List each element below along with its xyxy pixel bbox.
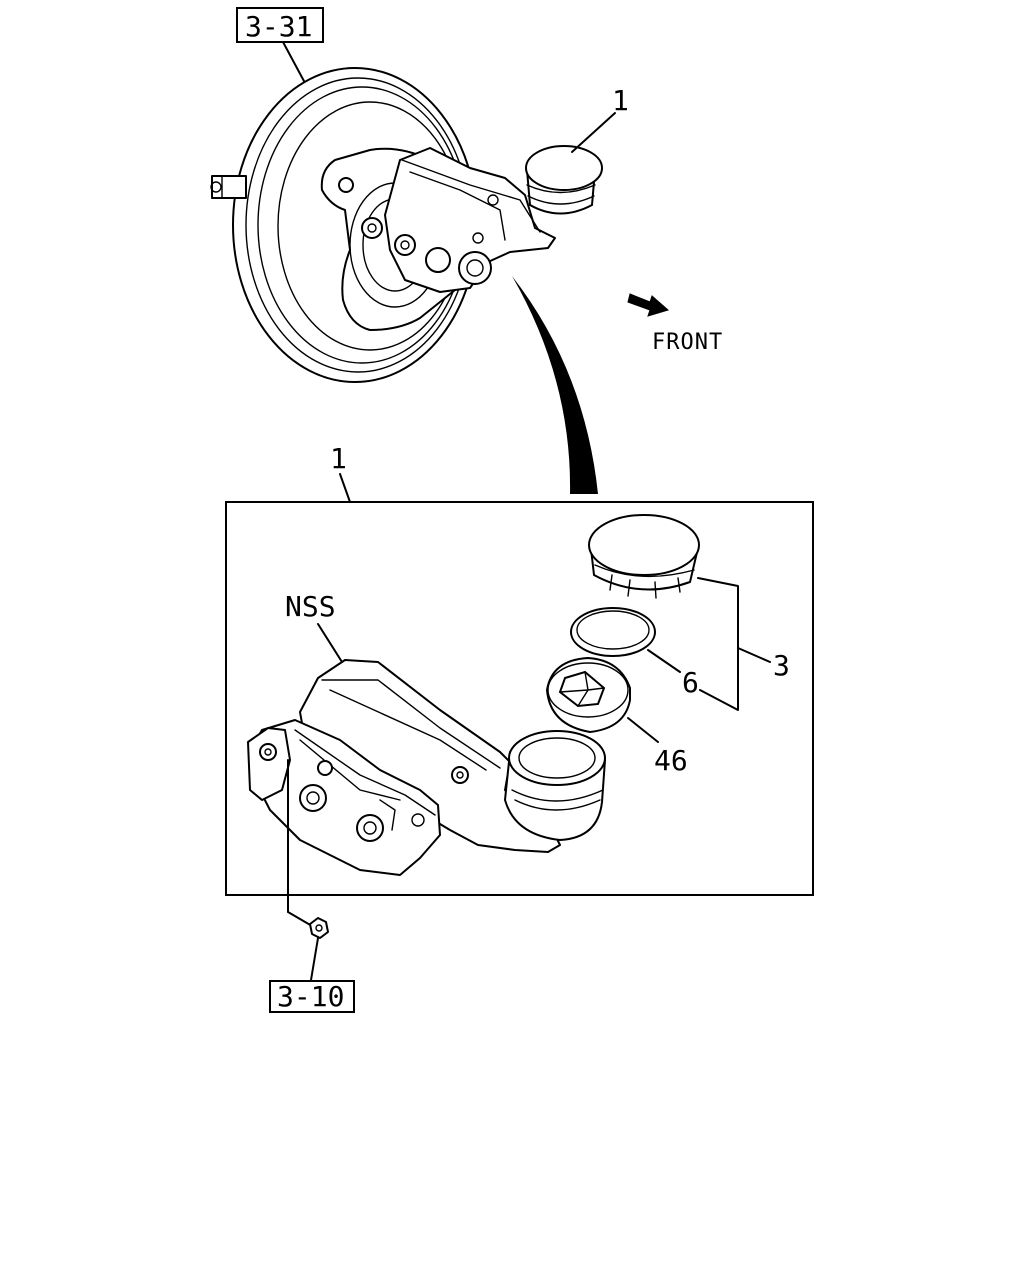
ref-label-nut: 3-10 bbox=[277, 980, 344, 1013]
leader-nss bbox=[317, 623, 343, 663]
bracket-item-3 bbox=[697, 577, 739, 711]
reservoir-strainer bbox=[546, 657, 631, 733]
master-cylinder-detail: 1 3 bbox=[225, 442, 814, 927]
leader-item-1-top bbox=[571, 112, 616, 153]
callout-item-1-top: 1 bbox=[612, 84, 629, 117]
leader-item-46 bbox=[627, 717, 659, 743]
mounting-nut bbox=[309, 917, 329, 981]
callout-nss: NSS bbox=[285, 590, 336, 623]
leader-item-6 bbox=[647, 649, 681, 673]
brake-booster-assembly: 3-31 bbox=[210, 7, 629, 383]
front-label: FRONT bbox=[652, 330, 723, 355]
ref-label-booster: 3-31 bbox=[245, 10, 312, 43]
detail-frame bbox=[225, 501, 814, 896]
leader-item-1-detail bbox=[339, 473, 351, 503]
reservoir-cap bbox=[588, 514, 700, 599]
callout-item-6: 6 bbox=[682, 666, 699, 699]
callout-item-46: 46 bbox=[654, 744, 688, 777]
ref-box-nut bbox=[269, 980, 355, 1013]
front-direction-indicator: FRONT bbox=[627, 293, 723, 355]
reservoir-cap-mounted bbox=[525, 145, 603, 215]
arrow-right-down-icon bbox=[627, 293, 670, 317]
callout-item-3: 3 bbox=[773, 649, 790, 682]
booster-rear-stud bbox=[210, 175, 247, 199]
ref-box-booster bbox=[236, 7, 324, 43]
master-cylinder-body bbox=[247, 659, 606, 876]
reservoir-seal bbox=[570, 607, 656, 657]
detail-pointer bbox=[512, 276, 598, 494]
callout-item-1-detail: 1 bbox=[330, 442, 347, 475]
